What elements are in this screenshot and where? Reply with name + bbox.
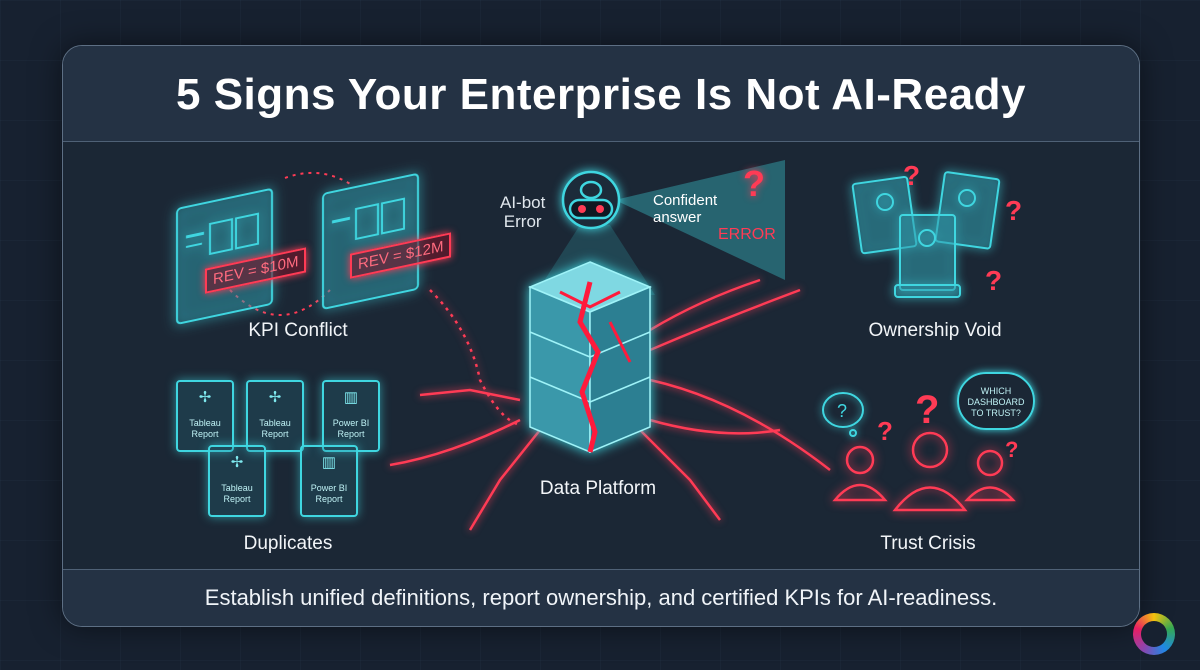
dashboard-icon-2 (322, 173, 419, 310)
data-platform-label: Data Platform (539, 478, 657, 499)
svg-text:?: ? (985, 265, 1002, 296)
dashboard-icon-1 (176, 188, 273, 325)
report-subtitle: Report (261, 429, 289, 439)
question-mark-icon: ? (743, 163, 765, 204)
ai-bot-label-line2: Error (503, 212, 542, 231)
trust-crisis-label: Trust Crisis (880, 533, 976, 554)
confused-people-icon: ??? ? (822, 388, 1018, 512)
svg-text:?: ? (915, 388, 939, 432)
duplicates-label: Duplicates (243, 533, 333, 554)
report-title: Tableau (259, 418, 291, 428)
thought-bubble: WHICH DASHBOARD TO TRUST? (957, 372, 1035, 430)
svg-text:?: ? (1005, 437, 1018, 462)
orphan-documents-icon: ??? (851, 160, 1022, 298)
ai-bot-label: AI-bot Error (500, 193, 545, 231)
svg-text:?: ? (903, 160, 920, 191)
footer-text: Establish unified definitions, report ow… (204, 585, 998, 610)
beam-text: Confident answer (653, 192, 717, 226)
page-title: 5 Signs Your Enterprise Is Not AI-Ready (176, 70, 1026, 119)
tableau-icon: ✢ (268, 389, 282, 406)
powerbi-icon: ▥ (321, 454, 337, 471)
ai-bot-label-line1: AI-bot (500, 193, 546, 212)
kpi-conflict-label: KPI Conflict (248, 320, 348, 341)
svg-text:?: ? (877, 416, 893, 446)
robot-head-icon (561, 170, 621, 230)
ai-bot-beam (615, 160, 785, 280)
bubble-line2: DASHBOARD (967, 397, 1025, 407)
footer-band: Establish unified definitions, report ow… (63, 569, 1139, 626)
bubble-line3: TO TRUST? (971, 408, 1021, 418)
beam-text-line1: Confident (653, 192, 718, 209)
beam-text-line2: answer (653, 209, 702, 226)
svg-text:?: ? (1005, 195, 1022, 226)
report-subtitle: Report (337, 429, 365, 439)
brand-logo-icon (1133, 613, 1175, 655)
tableau-icon: ✢ (230, 454, 244, 471)
report-subtitle: Report (223, 494, 251, 504)
report-title: Tableau (221, 483, 253, 493)
svg-text:?: ? (837, 401, 847, 421)
powerbi-icon: ▥ (343, 389, 359, 406)
report-title: Power BI (332, 418, 370, 428)
ownership-void-label: Ownership Void (868, 320, 1002, 341)
report-subtitle: Report (315, 494, 343, 504)
bubble-line1: WHICH (980, 386, 1012, 396)
report-title: Power BI (310, 483, 348, 493)
tableau-icon: ✢ (198, 389, 212, 406)
error-text: ERROR (718, 226, 776, 243)
report-title: Tableau (189, 418, 221, 428)
report-subtitle: Report (191, 429, 219, 439)
data-platform-cube-icon (528, 261, 652, 454)
title-band: 5 Signs Your Enterprise Is Not AI-Ready (63, 46, 1139, 142)
